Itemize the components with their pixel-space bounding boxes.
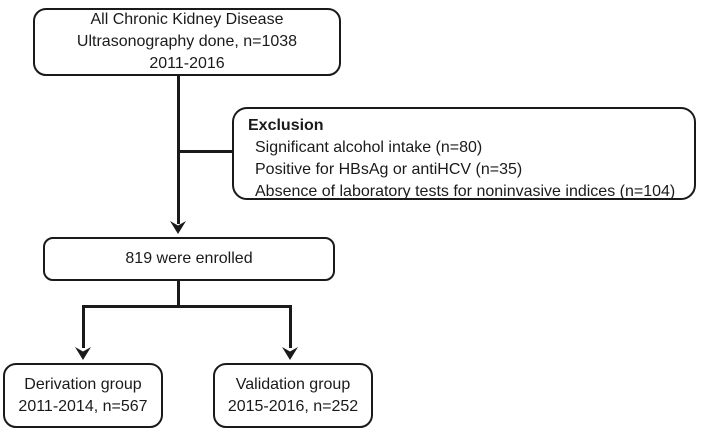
connector-to-derivation bbox=[81, 305, 85, 348]
validation-line1: Validation group bbox=[235, 375, 351, 393]
exclusion-item-lab-tests: Absence of laboratory tests for noninvas… bbox=[255, 183, 676, 200]
flow-box-validation: Validation group 2015-2016, n=252 bbox=[213, 363, 373, 428]
connector-split-horizontal bbox=[81, 305, 292, 308]
connector-branch-to-exclusion bbox=[178, 150, 232, 153]
flow-box-all-ckd-line1: All Chronic Kidney Disease bbox=[90, 11, 284, 28]
flow-box-enrolled: 819 were enrolled bbox=[43, 237, 335, 281]
arrowhead-down-icon bbox=[75, 347, 91, 360]
connector-to-validation bbox=[288, 305, 292, 348]
flow-box-exclusion: Exclusion Significant alcohol intake (n=… bbox=[232, 107, 696, 200]
flow-box-all-ckd-line3: 2011-2016 bbox=[149, 55, 225, 72]
derivation-line2: 2011-2014, n=567 bbox=[18, 397, 148, 415]
enrolled-label: 819 were enrolled bbox=[125, 250, 253, 267]
validation-line2: 2015-2016, n=252 bbox=[227, 397, 359, 415]
flow-box-all-ckd: All Chronic Kidney Disease Ultrasonograp… bbox=[33, 8, 341, 76]
flow-box-derivation: Derivation group 2011-2014, n=567 bbox=[3, 363, 163, 428]
exclusion-item-alcohol: Significant alcohol intake (n=80) bbox=[255, 139, 483, 156]
exclusion-title: Exclusion bbox=[248, 117, 324, 134]
derivation-line1: Derivation group bbox=[24, 375, 142, 393]
flow-box-all-ckd-line2: Ultrasonography done, n=1038 bbox=[76, 33, 298, 50]
exclusion-item-hbsag: Positive for HBsAg or antiHCV (n=35) bbox=[255, 161, 523, 178]
arrowhead-down-icon bbox=[282, 347, 298, 360]
connector-enrolled-stub bbox=[176, 281, 180, 308]
